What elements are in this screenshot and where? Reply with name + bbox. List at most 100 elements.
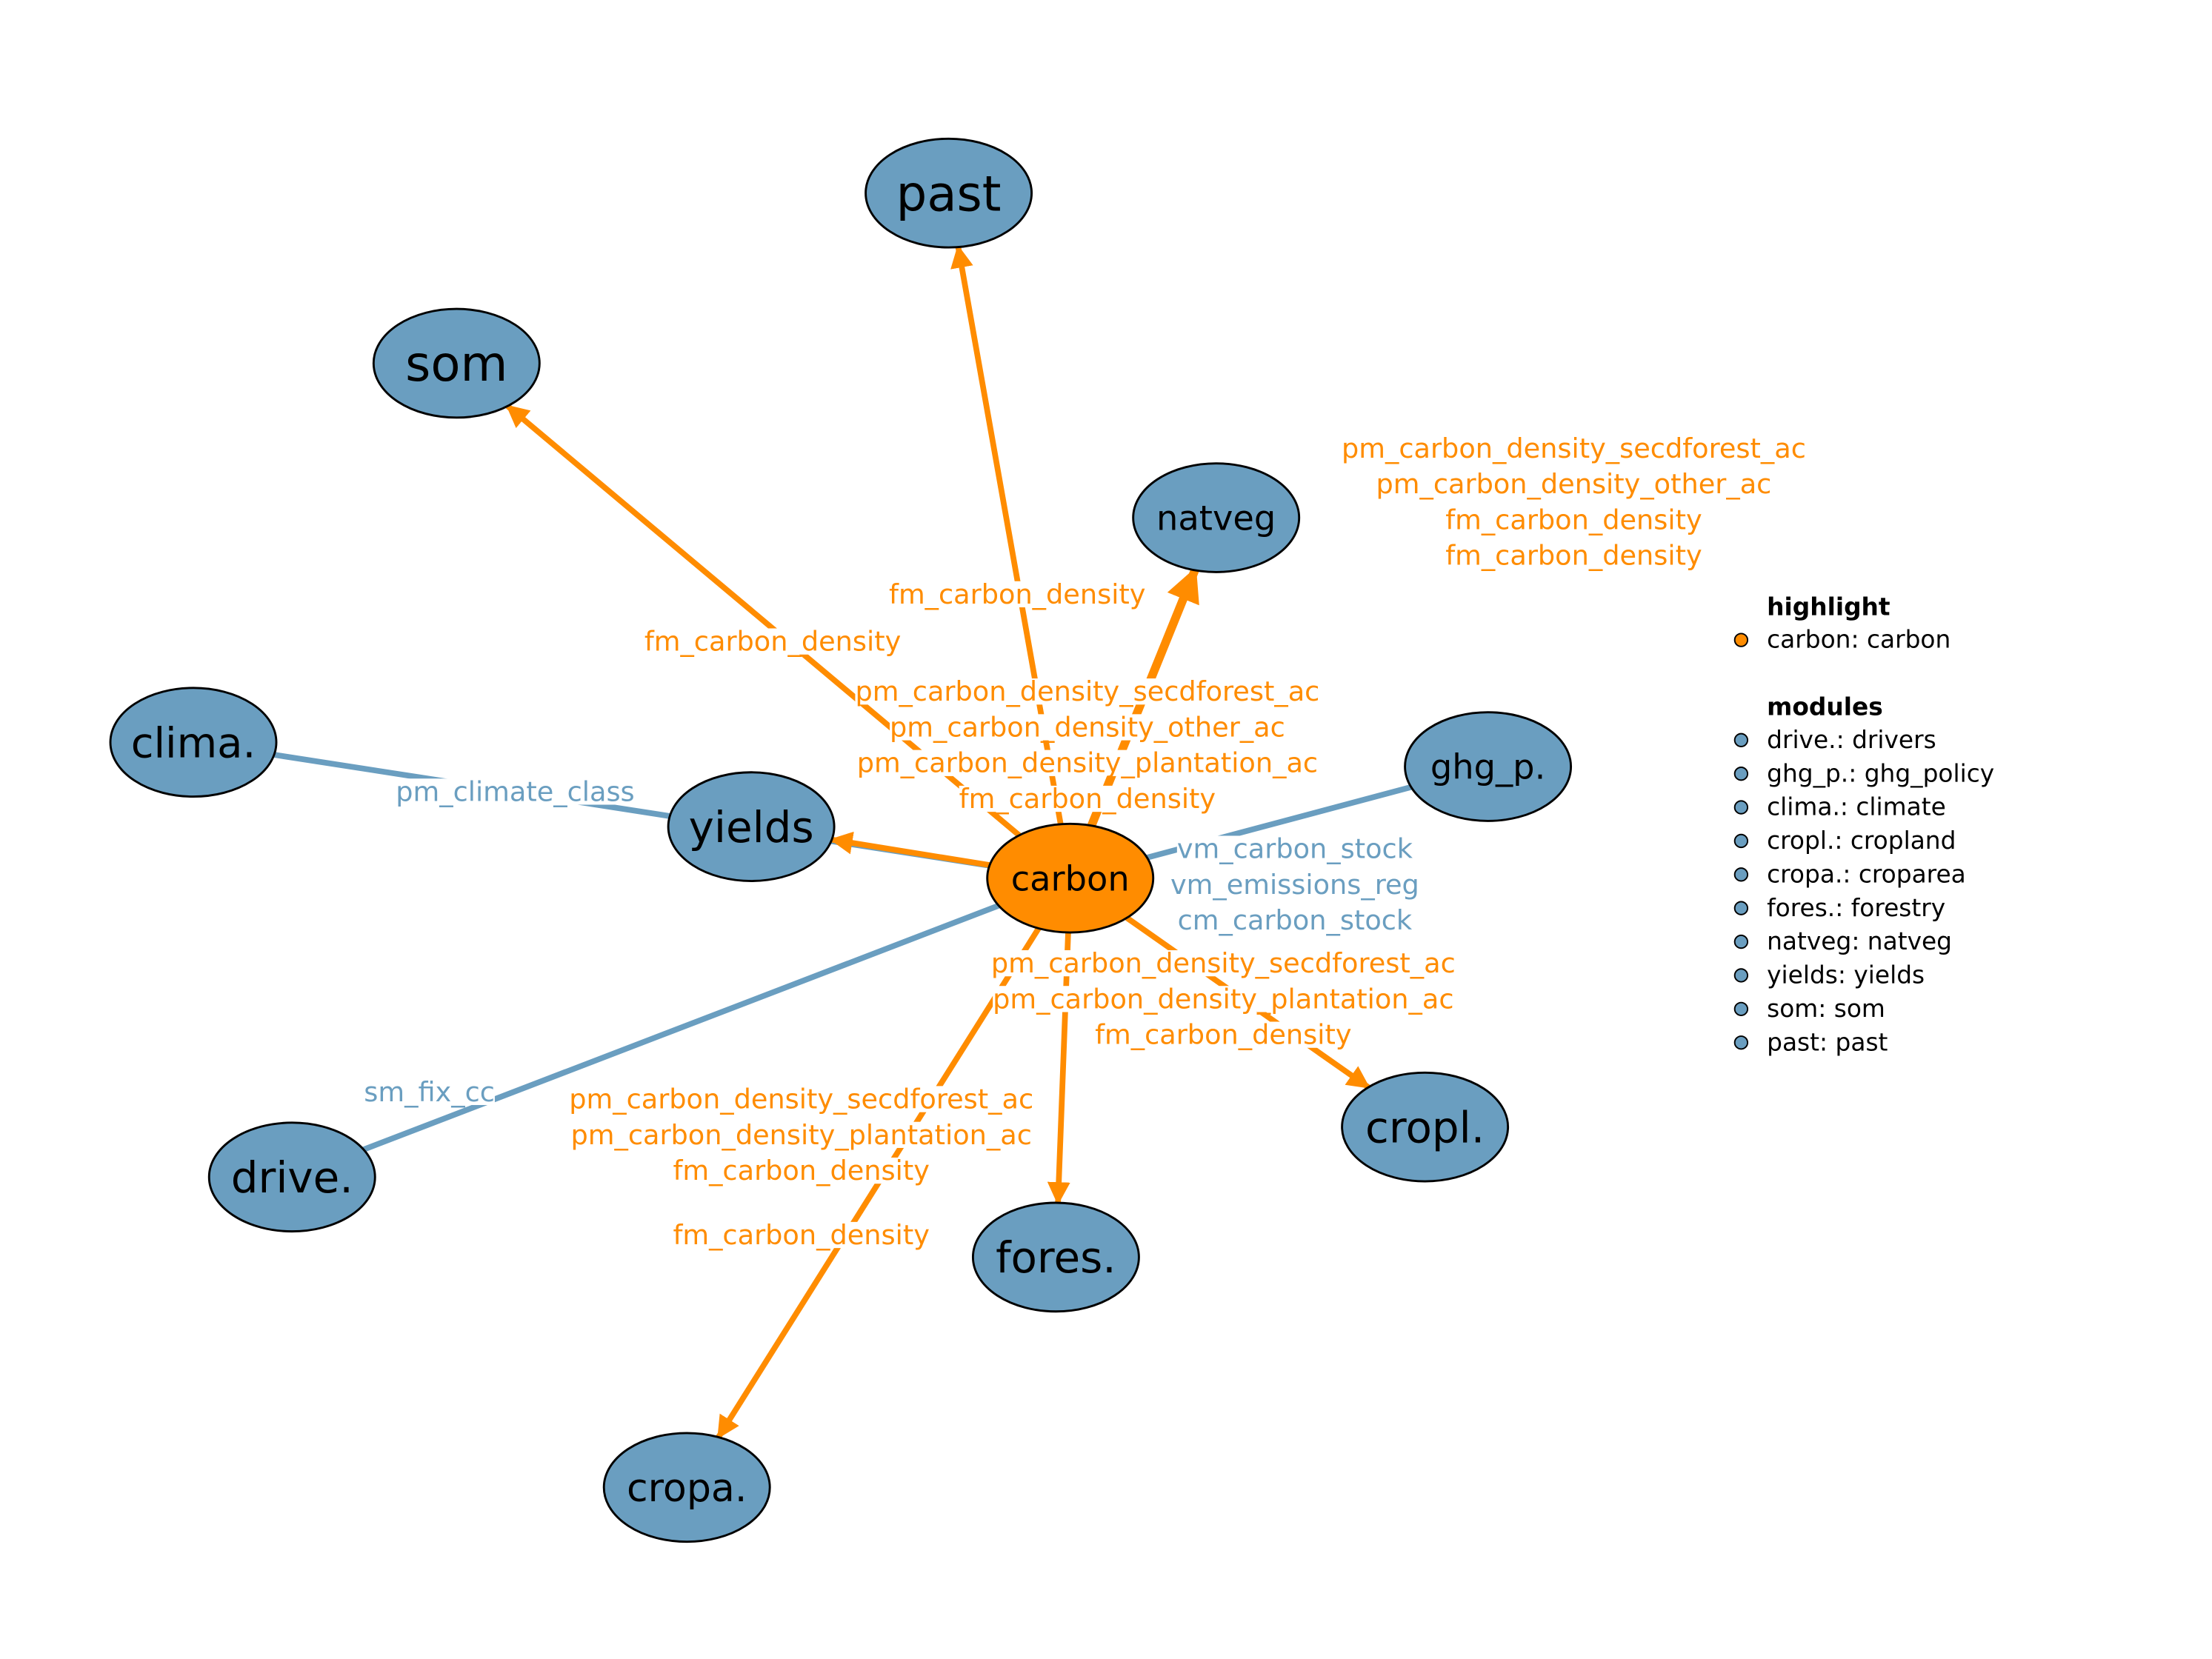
node-label: yields — [689, 802, 814, 852]
node-shape — [1404, 711, 1573, 822]
edge-label: pm_carbon_density_secdforest_ac — [569, 1084, 1034, 1115]
legend-item-label: som: som — [1767, 995, 1885, 1023]
edge-label-text: vm_carbon_stock — [1177, 833, 1413, 865]
edge-carbon-fores — [1047, 932, 1071, 1206]
edge-label-text: fm_carbon_density — [959, 783, 1216, 815]
legend-item-label: natveg: natveg — [1767, 927, 1952, 955]
node-label: cropa. — [627, 1466, 747, 1511]
edge-label-text: fm_carbon_density — [644, 626, 901, 658]
edge-label-text: pm_carbon_density_other_ac — [1376, 468, 1772, 500]
edge-labels-layer: fm_carbon_density fm_carbon_density pm_car… — [364, 433, 1806, 1251]
legend-item: clima.: climate — [1733, 793, 1946, 821]
node-label: ghg_p. — [1430, 747, 1545, 787]
edge-label-text: fm_carbon_density — [1445, 504, 1702, 535]
node-cropl[interactable]: cropl. — [1341, 1071, 1510, 1183]
edge-label-text: pm_carbon_density_secdforest_ac — [855, 675, 1319, 707]
edge-label: vm_emissions_reg — [1170, 869, 1419, 901]
node-label: som — [405, 336, 507, 393]
legend: highlight carbon: carbon modules drive.:… — [1733, 592, 1994, 1056]
legend-marker-icon — [1733, 867, 1749, 882]
edge-label-text: pm_carbon_density_secdforest_ac — [569, 1084, 1033, 1115]
edge-label: pm_carbon_density_secdforest_ac — [1342, 433, 1806, 464]
node-som[interactable]: som — [372, 307, 541, 419]
edge-label-text: pm_climate_class — [396, 775, 634, 807]
edge-label-text: pm_carbon_density_other_ac — [890, 711, 1285, 743]
legend-marker-icon — [1733, 800, 1749, 815]
edge-label-text: pm_carbon_density_secdforest_ac — [991, 947, 1456, 979]
edge-label: fm_carbon_density — [959, 783, 1216, 815]
node-drive[interactable]: drive. — [207, 1121, 376, 1233]
node-clima[interactable]: clima. — [109, 687, 278, 798]
legend-marker-icon — [1733, 968, 1749, 983]
legend-item: natveg: natveg — [1733, 927, 1952, 955]
node-shape — [667, 771, 836, 882]
node-past[interactable]: past — [865, 137, 1033, 249]
legend-item-label: drive.: drivers — [1767, 726, 1936, 754]
legend-marker-icon — [1733, 1035, 1749, 1050]
legend-item-label: yields: yields — [1767, 961, 1925, 989]
edge-label-text: sm_fix_cc — [364, 1076, 495, 1108]
legend-highlight-title: highlight — [1767, 592, 1890, 621]
legend-item: yields: yields — [1733, 961, 1925, 989]
edge-label-text: pm_carbon_density_plantation_ac — [993, 983, 1453, 1015]
legend-marker-icon — [1733, 632, 1749, 647]
edge-label: fm_carbon_density — [673, 1155, 930, 1186]
legend-item-label: ghg_p.: ghg_policy — [1767, 759, 1994, 787]
legend-marker-icon — [1733, 732, 1749, 747]
legend-item: ghg_p.: ghg_policy — [1733, 759, 1994, 787]
edge-label-text: cm_carbon_stock — [1178, 904, 1413, 936]
node-label: drive. — [231, 1152, 353, 1203]
legend-item-label: cropa.: croparea — [1767, 860, 1966, 888]
node-yields[interactable]: yields — [667, 771, 836, 882]
edge-label: pm_carbon_density_other_ac — [889, 711, 1285, 743]
edge-label: pm_climate_class — [396, 775, 635, 807]
legend-item: cropl.: cropland — [1733, 827, 1956, 855]
legend-marker-icon — [1733, 934, 1749, 949]
nodes-layer: past som natveg clima. ghg_p.yields carbon dri… — [109, 137, 1573, 1543]
node-shape — [986, 822, 1155, 934]
node-shape — [109, 687, 278, 798]
node-carbon[interactable]: carbon — [986, 822, 1155, 934]
node-fores[interactable]: fores. — [971, 1201, 1140, 1313]
legend-item: som: som — [1733, 995, 1885, 1023]
edge-label-text: pm_carbon_density_plantation_ac — [570, 1119, 1031, 1151]
node-natveg[interactable]: natveg — [1132, 462, 1301, 573]
edge-label: pm_carbon_density_plantation_ac — [570, 1119, 1032, 1151]
node-shape — [971, 1201, 1140, 1313]
node-label: clima. — [131, 719, 256, 767]
legend-item: cropa.: croparea — [1733, 860, 1966, 888]
legend-item-label: past: past — [1767, 1028, 1888, 1056]
legend-marker-icon — [1733, 1001, 1749, 1016]
edge-label: fm_carbon_density — [889, 578, 1146, 610]
node-shape — [865, 137, 1033, 249]
edge-label: fm_carbon_density — [673, 1219, 930, 1251]
edge-label: pm_carbon_density_other_ac — [1376, 468, 1772, 500]
edge-label: vm_carbon_stock — [1176, 833, 1413, 865]
legend-item: past: past — [1733, 1028, 1888, 1056]
edge-drive-carbon — [362, 903, 1000, 1152]
legend-marker-icon — [1733, 767, 1749, 781]
node-label: carbon — [1011, 858, 1130, 898]
edge-label: cm_carbon_stock — [1177, 904, 1413, 936]
edge-label: pm_carbon_density_secdforest_ac — [990, 947, 1456, 979]
legend-modules-title: modules — [1767, 693, 1883, 721]
node-label: fores. — [996, 1232, 1116, 1283]
node-cropa[interactable]: cropa. — [602, 1432, 771, 1543]
legend-item-label: carbon: carbon — [1767, 626, 1951, 654]
edge-label-text: fm_carbon_density — [673, 1219, 929, 1251]
edge-label: pm_carbon_density_plantation_ac — [993, 983, 1454, 1015]
legend-item-label: cropl.: cropland — [1767, 827, 1956, 855]
legend-item: fores.: forestry — [1733, 894, 1945, 922]
legend-item: carbon: carbon — [1733, 626, 1951, 654]
node-shape — [207, 1121, 376, 1233]
edge-label-text: fm_carbon_density — [1095, 1019, 1351, 1051]
node-shape — [1341, 1071, 1510, 1183]
edge-label: pm_carbon_density_plantation_ac — [856, 747, 1319, 779]
edge-label: fm_carbon_density — [1445, 540, 1702, 572]
legend-item-label: clima.: climate — [1767, 793, 1946, 821]
edge-label-text: pm_carbon_density_plantation_ac — [857, 747, 1318, 779]
node-ghg_p[interactable]: ghg_p. — [1404, 711, 1573, 822]
node-shape — [602, 1432, 771, 1543]
edge-label: sm_fix_cc — [364, 1076, 495, 1108]
